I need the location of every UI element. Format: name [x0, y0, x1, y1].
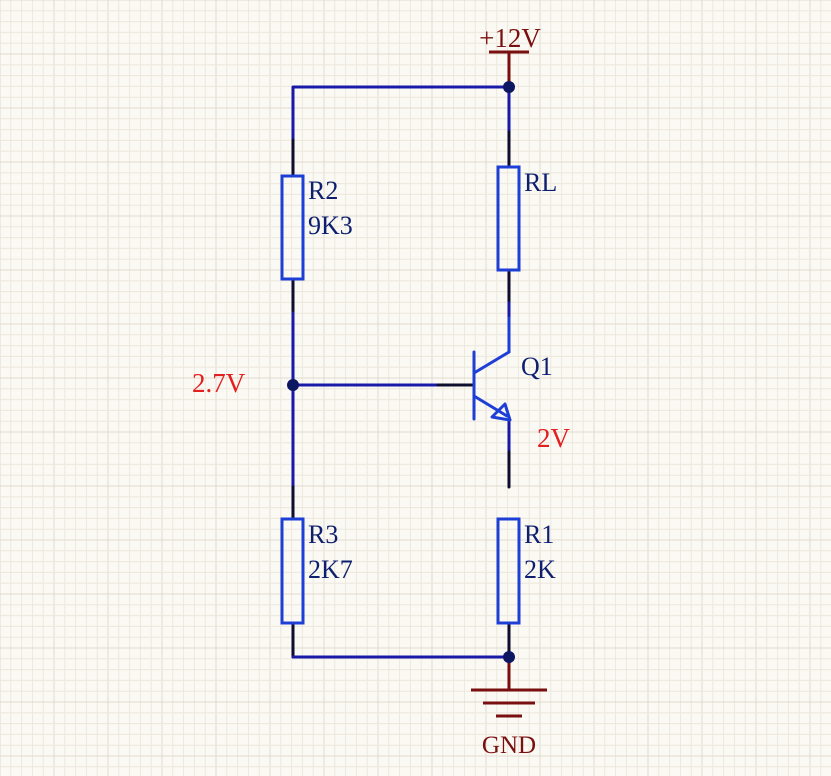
r3-designator: R3 [308, 520, 338, 549]
resistor-rl-body[interactable] [496, 165, 521, 272]
r2-value: 9K3 [308, 211, 353, 240]
resistor-r1-body[interactable] [496, 517, 521, 625]
transistor-q1[interactable] [472, 316, 512, 422]
ground-symbol [471, 688, 547, 718]
emitter-voltage-annotation: 2V [537, 423, 571, 453]
r2-designator: R2 [308, 176, 338, 205]
power-supply-label: +12V [479, 23, 541, 53]
junction-dot-base [287, 379, 299, 391]
junction-dot-bottom [503, 651, 515, 663]
junction-dot-top [503, 81, 515, 93]
rl-designator: RL [524, 168, 557, 197]
q1-designator: Q1 [521, 352, 553, 381]
transistor-q1-emitter-arrow [490, 402, 512, 422]
resistor-r2-body[interactable] [280, 174, 305, 281]
transistor-q1-collector [472, 350, 511, 375]
base-voltage-annotation: 2.7V [192, 368, 246, 398]
transistor-q1-emitter [472, 394, 509, 418]
wires [291, 50, 511, 692]
ground-label: GND [482, 732, 536, 759]
r1-value: 2K [524, 555, 556, 584]
r3-value: 2K7 [308, 555, 353, 584]
r1-designator: R1 [524, 520, 554, 549]
resistor-r3-body[interactable] [280, 517, 305, 625]
wire-top-rail [291, 85, 511, 142]
